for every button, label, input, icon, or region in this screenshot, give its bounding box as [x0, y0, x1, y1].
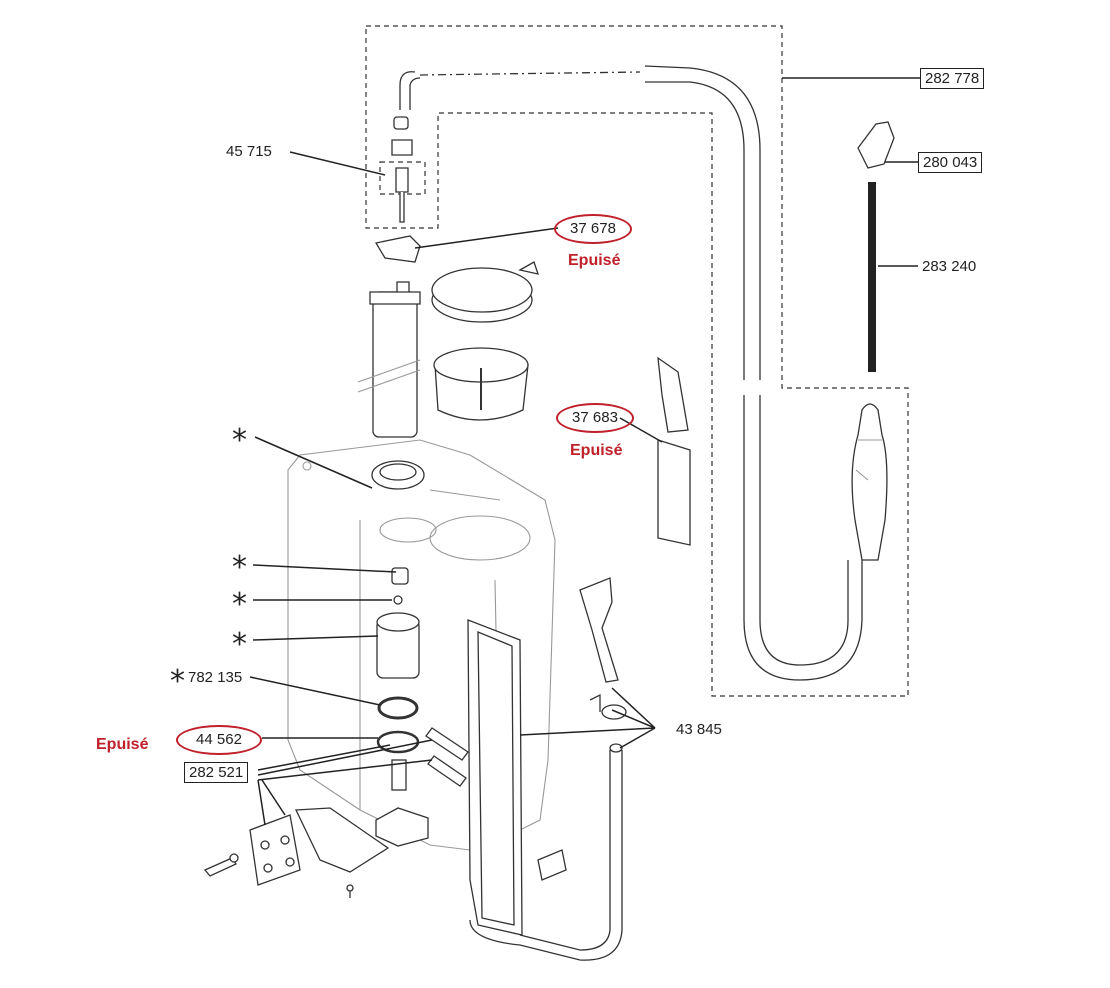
- lever-frame: [467, 577, 627, 961]
- label-37683: 37 683: [556, 403, 634, 433]
- tank-lid: [431, 261, 539, 323]
- filter-cartridge: [357, 281, 421, 438]
- spray-gun: [851, 403, 888, 561]
- status-epuise-44562: Epuisé: [96, 736, 149, 753]
- pump-bracket: [203, 807, 390, 898]
- hose-tube: [399, 65, 863, 681]
- link-bar-2: [427, 755, 467, 787]
- side-clip-top: [657, 356, 689, 433]
- connector-parts: [391, 116, 413, 223]
- label-782135: 782 135: [188, 669, 243, 686]
- label-44562: 44 562: [176, 725, 262, 755]
- link-bar-1: [425, 727, 469, 761]
- nozzle: [857, 121, 895, 169]
- star-marker-5: *: [170, 664, 185, 699]
- label-282778: 282 778: [920, 68, 985, 89]
- leader-lines: [249, 77, 920, 826]
- label-283240: 283 240: [922, 258, 977, 275]
- lid-clip: [374, 235, 421, 263]
- spray-lance: [868, 182, 876, 372]
- status-epuise-37678: Epuisé: [568, 252, 621, 269]
- label-280043: 280 043: [918, 152, 983, 173]
- pump-parts: [375, 567, 429, 847]
- label-37678: 37 678: [554, 214, 632, 244]
- label-45715: 45 715: [226, 143, 272, 160]
- ring-seal-inner: [379, 463, 417, 481]
- star-marker-3: *: [232, 587, 247, 622]
- star-marker-4: *: [232, 627, 247, 662]
- strainer-basket: [433, 347, 529, 421]
- status-epuise-37683: Epuisé: [570, 442, 623, 459]
- label-43845: 43 845: [676, 721, 722, 738]
- star-marker-2: *: [232, 550, 247, 585]
- label-282521: 282 521: [184, 762, 249, 783]
- side-clip: [657, 439, 691, 546]
- group-outline-hose-assembly: [365, 25, 909, 697]
- star-marker-1: *: [232, 423, 247, 458]
